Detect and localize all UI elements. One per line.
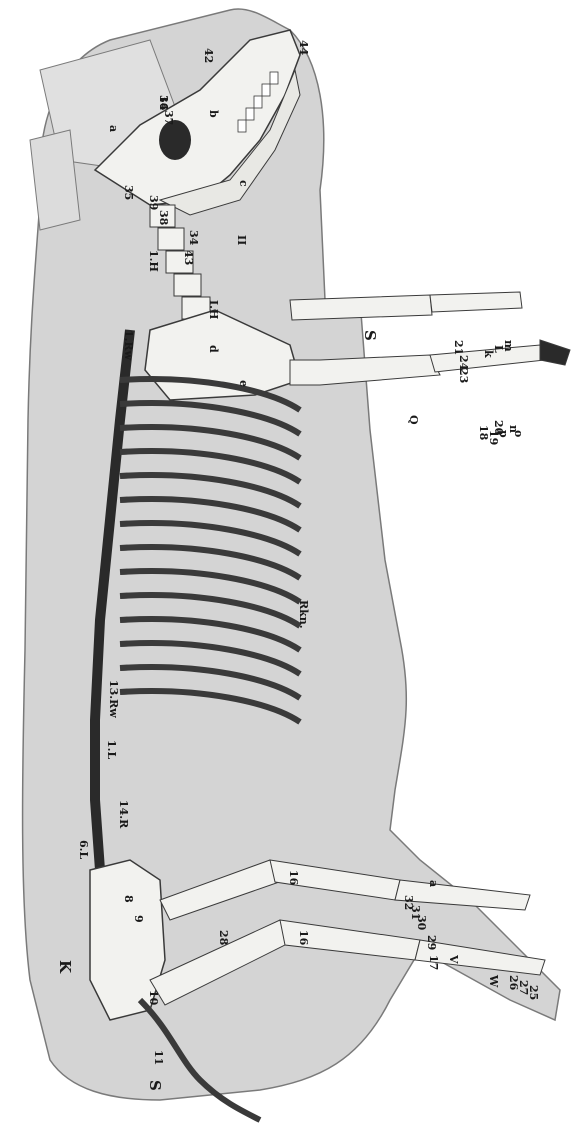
figure-label: b <box>207 110 220 118</box>
figure-label: V <box>447 954 460 964</box>
figure-label: 6.L <box>77 840 90 859</box>
figure-label: 1.L <box>105 740 118 759</box>
figure-label: 8 <box>122 895 135 903</box>
figure-label: II <box>235 235 248 245</box>
figure-label: Q <box>407 415 420 425</box>
figure-label: 14 <box>157 95 170 111</box>
figure-label: c <box>237 180 250 187</box>
figure-label: I.H <box>207 300 220 319</box>
figure-label: 42 <box>202 48 215 63</box>
figure-label: 10 <box>147 990 160 1006</box>
figure-label: 11 <box>152 1050 165 1065</box>
figure-label: 21 <box>452 340 465 355</box>
figure-label: S <box>361 330 379 341</box>
figure-label: 28 <box>217 930 230 946</box>
figure-label: K <box>56 960 74 974</box>
figure-label: 35 <box>122 185 135 200</box>
figure-label: 13.Rw <box>107 680 120 718</box>
figure-label: d <box>207 345 220 353</box>
figure-label: 23 <box>457 368 470 383</box>
figure-label: 29 <box>425 935 438 950</box>
figure-label: 34 <box>187 230 200 246</box>
figure-label: 30 <box>415 915 428 931</box>
figure-label: e <box>237 380 250 387</box>
figure-label: 44 <box>297 40 310 56</box>
figure-label: 1.Rw <box>122 330 135 361</box>
figure-label: 9 <box>132 915 145 923</box>
figure-label: 38 <box>157 210 170 226</box>
figure-label: 37 <box>162 110 175 125</box>
figure-label: 1.H <box>147 250 160 272</box>
figure-label: 17 <box>427 955 440 970</box>
figure-label: o <box>512 430 525 437</box>
figure-label: S <box>146 1080 164 1091</box>
figure-label: 39 <box>147 195 160 210</box>
figure-label: a <box>427 880 440 887</box>
figure-label: 14.R <box>117 800 130 829</box>
eye-orbit <box>159 120 191 160</box>
figure-label: W <box>487 974 500 988</box>
figure-label: m <box>502 340 515 352</box>
figure-label: a <box>107 125 120 132</box>
figure-label: Rkn. <box>297 600 310 629</box>
figure-label: 25 <box>527 985 540 1000</box>
figure-label: 16 <box>297 930 310 946</box>
figure-label: 16 <box>287 870 300 886</box>
figure-label: 43 <box>182 250 195 265</box>
